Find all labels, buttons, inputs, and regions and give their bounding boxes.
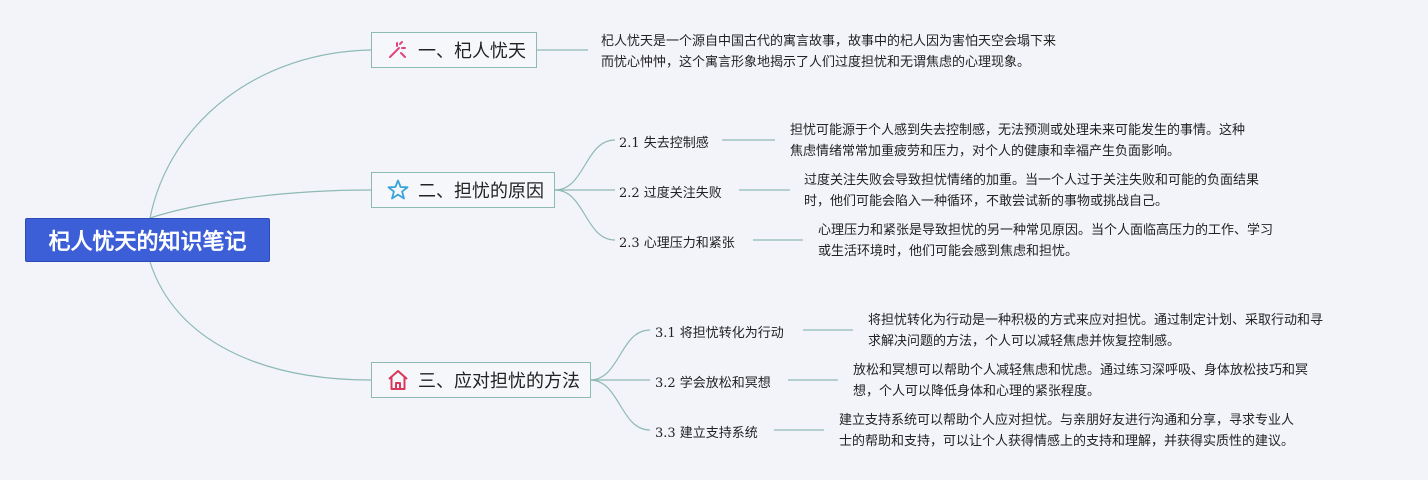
note-line: 时，他们可能会陷入一种循环，不敢尝试新的事物或挑战自己。	[804, 194, 1169, 209]
subtopic-3-1[interactable]: 3.1 将担忧转化为行动	[655, 326, 784, 341]
note-line: 建立支持系统可以帮助个人应对担忧。与亲朋好友进行沟通和分享，寻求专业人	[839, 413, 1295, 428]
subtopic-3-1-note: 将担忧转化为行动是一种积极的方式来应对担忧。通过制定计划、采取行动和寻 求解决问…	[868, 310, 1323, 352]
home-icon	[386, 368, 410, 392]
subtopic-2-1[interactable]: 2.1 失去控制感	[619, 136, 709, 151]
note-line: 放松和冥想可以帮助个人减轻焦虑和忧虑。通过练习深呼吸、身体放松技巧和冥	[853, 363, 1309, 378]
branch-1-label: 一、杞人忧天	[418, 41, 526, 62]
note-line: 将担忧转化为行动是一种积极的方式来应对担忧。通过制定计划、采取行动和寻	[868, 313, 1324, 328]
subtopic-3-3-note: 建立支持系统可以帮助个人应对担忧。与亲朋好友进行沟通和分享，寻求专业人 士的帮助…	[839, 410, 1294, 452]
branch-2-topic[interactable]: 二、担忧的原因	[371, 172, 555, 208]
subtopic-3-2[interactable]: 3.2 学会放松和冥想	[655, 376, 771, 391]
branch-1-topic[interactable]: 一、杞人忧天	[371, 32, 537, 68]
branch-3-label: 三、应对担忧的方法	[418, 371, 580, 392]
subtopic-2-3[interactable]: 2.3 心理压力和紧张	[619, 236, 735, 251]
note-line: 担忧可能源于个人感到失去控制感，无法预测或处理未来可能发生的事情。这种	[790, 123, 1246, 138]
subtopic-3-2-note: 放松和冥想可以帮助个人减轻焦虑和忧虑。通过练习深呼吸、身体放松技巧和冥 想，个人…	[853, 360, 1308, 402]
note-line: 士的帮助和支持，可以让个人获得情感上的支持和理解，并获得实质性的建议。	[839, 434, 1295, 449]
root-title: 杞人忧天的知识笔记	[48, 230, 247, 255]
note-line: 过度关注失败会导致担忧情绪的加重。当一个人过于关注失败和可能的负面结果	[804, 173, 1260, 188]
branch-2-label: 二、担忧的原因	[418, 181, 544, 202]
note-line: 心理压力和紧张是导致担忧的另一种常见原因。当个人面临高压力的工作、学习	[818, 223, 1274, 238]
note-line: 或生活环境时，他们可能会感到焦虑和担忧。	[818, 244, 1079, 259]
subtopic-3-3[interactable]: 3.3 建立支持系统	[655, 426, 758, 441]
subtopic-2-3-note: 心理压力和紧张是导致担忧的另一种常见原因。当个人面临高压力的工作、学习 或生活环…	[818, 220, 1273, 262]
star-icon	[386, 178, 410, 202]
note-line: 想，个人可以降低身体和心理的紧张程度。	[853, 384, 1101, 399]
root-topic[interactable]: 杞人忧天的知识笔记	[25, 218, 270, 262]
sparkle-icon	[386, 38, 410, 62]
subtopic-2-1-note: 担忧可能源于个人感到失去控制感，无法预测或处理未来可能发生的事情。这种 焦虑情绪…	[790, 120, 1245, 162]
note-line: 焦虑情绪常常加重疲劳和压力，对个人的健康和幸福产生负面影响。	[790, 144, 1181, 159]
subtopic-2-2-note: 过度关注失败会导致担忧情绪的加重。当一个人过于关注失败和可能的负面结果 时，他们…	[804, 170, 1259, 212]
note-line: 而忧心忡忡，这个寓言形象地揭示了人们过度担忧和无谓焦虑的心理现象。	[601, 55, 1031, 70]
branch-3-topic[interactable]: 三、应对担忧的方法	[371, 362, 591, 398]
subtopic-2-2[interactable]: 2.2 过度关注失败	[619, 186, 722, 201]
note-line: 杞人忧天是一个源自中国古代的寓言故事，故事中的杞人因为害怕天空会塌下来	[601, 34, 1057, 49]
note-line: 求解决问题的方法，个人可以减轻焦虑并恢复控制感。	[868, 334, 1181, 349]
branch-1-note: 杞人忧天是一个源自中国古代的寓言故事，故事中的杞人因为害怕天空会塌下来 而忧心忡…	[601, 31, 1056, 73]
